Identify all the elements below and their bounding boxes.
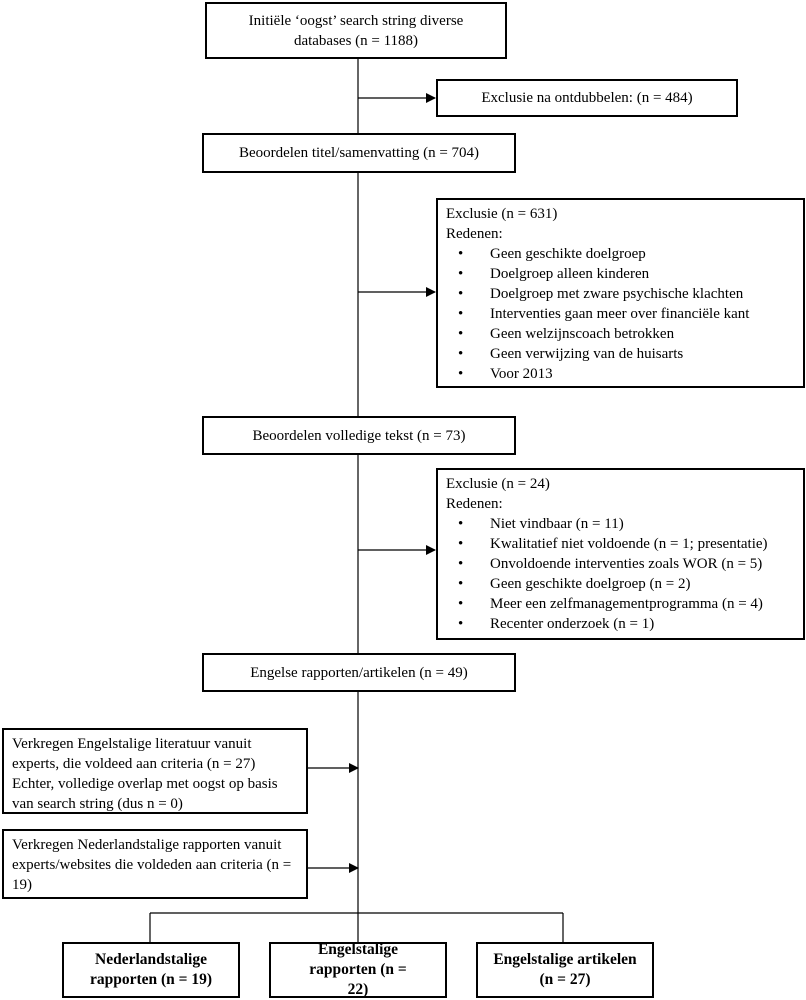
final-english-reports-box: Engelstalige rapporten (n = 22) xyxy=(269,941,447,998)
exclusion-2-box: Exclusie (n = 24) Redenen: Niet vindbaar… xyxy=(436,468,805,640)
exclusion-1-reasons-label: Redenen: xyxy=(446,226,503,242)
final-english-articles-text: Engelstalige artikelen (n = 27) xyxy=(493,951,637,988)
exclusion-1-header: Exclusie (n = 631) xyxy=(446,206,558,222)
reason-item: Geen welzijnscoach betrokken xyxy=(446,324,795,344)
reason-item: Geen geschikte doelgroep (n = 2) xyxy=(446,574,795,594)
exclusion-1-box: Exclusie (n = 631) Redenen: Geen geschik… xyxy=(436,198,805,388)
reason-item: Geen geschikte doelgroep xyxy=(446,244,795,264)
exclusion-1-reasons-list: Geen geschikte doelgroep Doelgroep allee… xyxy=(446,244,795,384)
reason-item: Onvoldoende interventies zoals WOR (n = … xyxy=(446,554,795,574)
experts-dutch-text: Verkregen Nederlandstalige rapporten van… xyxy=(12,837,292,893)
final-english-articles-box: Engelstalige artikelen (n = 27) xyxy=(476,942,654,998)
dedup-exclusion-text: Exclusie na ontdubbelen: (n = 484) xyxy=(481,90,693,106)
reason-item: Niet vindbaar (n = 11) xyxy=(446,514,795,534)
experts-english-box: Verkregen Engelstalige literatuur vanuit… xyxy=(2,728,308,814)
initial-search-text: Initiële ‘oogst’ search string diverse d… xyxy=(248,12,464,49)
final-english-reports-text: Engelstalige rapporten (n = 22) xyxy=(309,941,407,998)
experts-english-text: Verkregen Engelstalige literatuur vanuit… xyxy=(12,736,278,812)
english-reports-box: Engelse rapporten/artikelen (n = 49) xyxy=(202,653,516,692)
reason-item: Doelgroep met zware psychische klachten xyxy=(446,284,795,304)
exclusion-2-header: Exclusie (n = 24) xyxy=(446,476,550,492)
final-dutch-reports-box: Nederlandstalige rapporten (n = 19) xyxy=(62,942,240,998)
title-abstract-box: Beoordelen titel/samenvatting (n = 704) xyxy=(202,133,516,173)
english-reports-text: Engelse rapporten/artikelen (n = 49) xyxy=(250,664,468,681)
reason-item: Recenter onderzoek (n = 1) xyxy=(446,614,795,634)
reason-item: Geen verwijzing van de huisarts xyxy=(446,344,795,364)
initial-search-box: Initiële ‘oogst’ search string diverse d… xyxy=(205,2,507,59)
full-text-text: Beoordelen volledige tekst (n = 73) xyxy=(252,427,466,444)
reason-item: Meer een zelfmanagementprogramma (n = 4) xyxy=(446,594,795,614)
reason-item: Kwalitatief niet voldoende (n = 1; prese… xyxy=(446,534,795,554)
reason-item: Interventies gaan meer over financiële k… xyxy=(446,304,795,324)
reason-item: Doelgroep alleen kinderen xyxy=(446,264,795,284)
dedup-exclusion-box: Exclusie na ontdubbelen: (n = 484) xyxy=(436,79,738,117)
experts-dutch-box: Verkregen Nederlandstalige rapporten van… xyxy=(2,829,308,899)
reason-item: Voor 2013 xyxy=(446,364,795,384)
full-text-box: Beoordelen volledige tekst (n = 73) xyxy=(202,416,516,455)
exclusion-2-reasons-list: Niet vindbaar (n = 11) Kwalitatief niet … xyxy=(446,514,795,634)
title-abstract-text: Beoordelen titel/samenvatting (n = 704) xyxy=(238,145,480,161)
final-dutch-reports-text: Nederlandstalige rapporten (n = 19) xyxy=(89,951,213,988)
exclusion-2-reasons-label: Redenen: xyxy=(446,496,503,512)
